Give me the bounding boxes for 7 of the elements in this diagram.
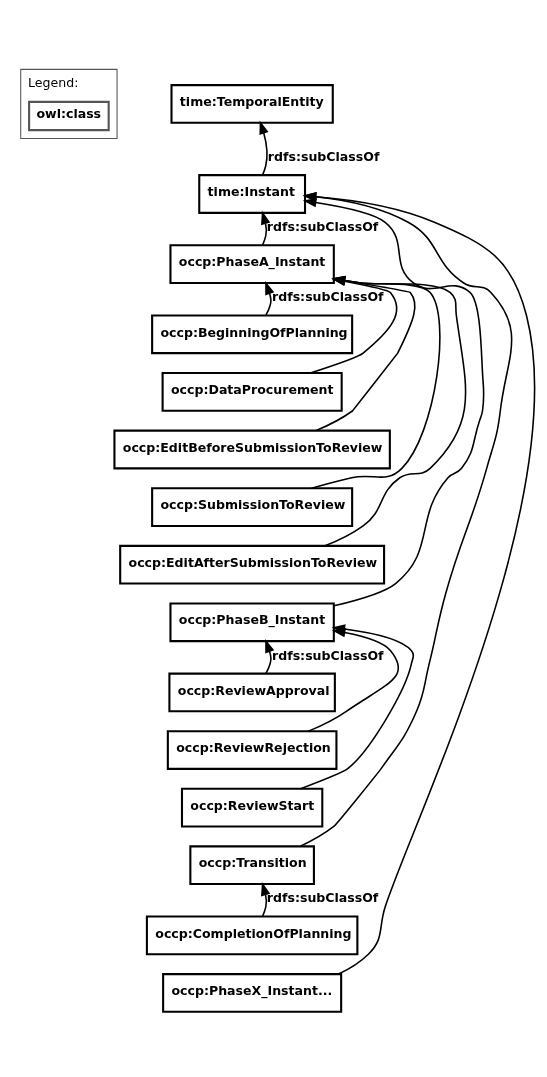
label: Legend: [28,74,79,90]
legend-label: owl:class [36,106,102,122]
edge-label: rdfs:subClassOf [272,289,384,305]
edge-label: rdfs:subClassOf [272,647,384,663]
edge-label: rdfs:subClassOf [266,890,379,906]
edge-label: rdfs:subClassOf [266,219,379,235]
edge-label: rdfs:subClassOf [267,149,380,165]
